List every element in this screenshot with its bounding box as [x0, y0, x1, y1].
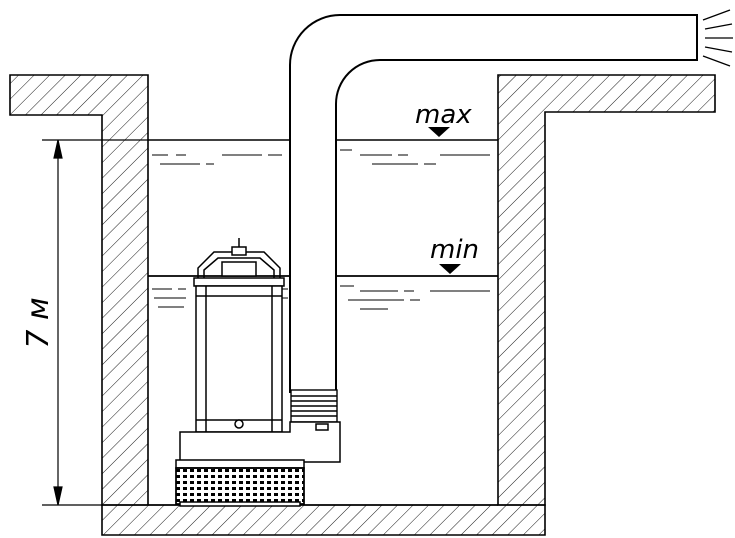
pump-motor-housing [195, 285, 283, 433]
max-level-marker [428, 127, 450, 137]
max-water-level [148, 139, 498, 165]
submersible-pump [175, 238, 341, 507]
pit-walls [9, 74, 716, 536]
hose-coupling [290, 389, 338, 423]
depth-dimension [42, 139, 148, 506]
min-level-marker [439, 264, 461, 274]
pit-floor [101, 504, 546, 536]
min-water-level [148, 275, 498, 310]
max-level-label: max [415, 100, 472, 130]
discharge-hose [289, 14, 698, 393]
min-level-label: min [430, 235, 479, 265]
depth-label: 7 м [21, 297, 56, 348]
water-spray [702, 9, 733, 67]
pump-strainer [175, 467, 305, 505]
right-wall [497, 74, 716, 506]
